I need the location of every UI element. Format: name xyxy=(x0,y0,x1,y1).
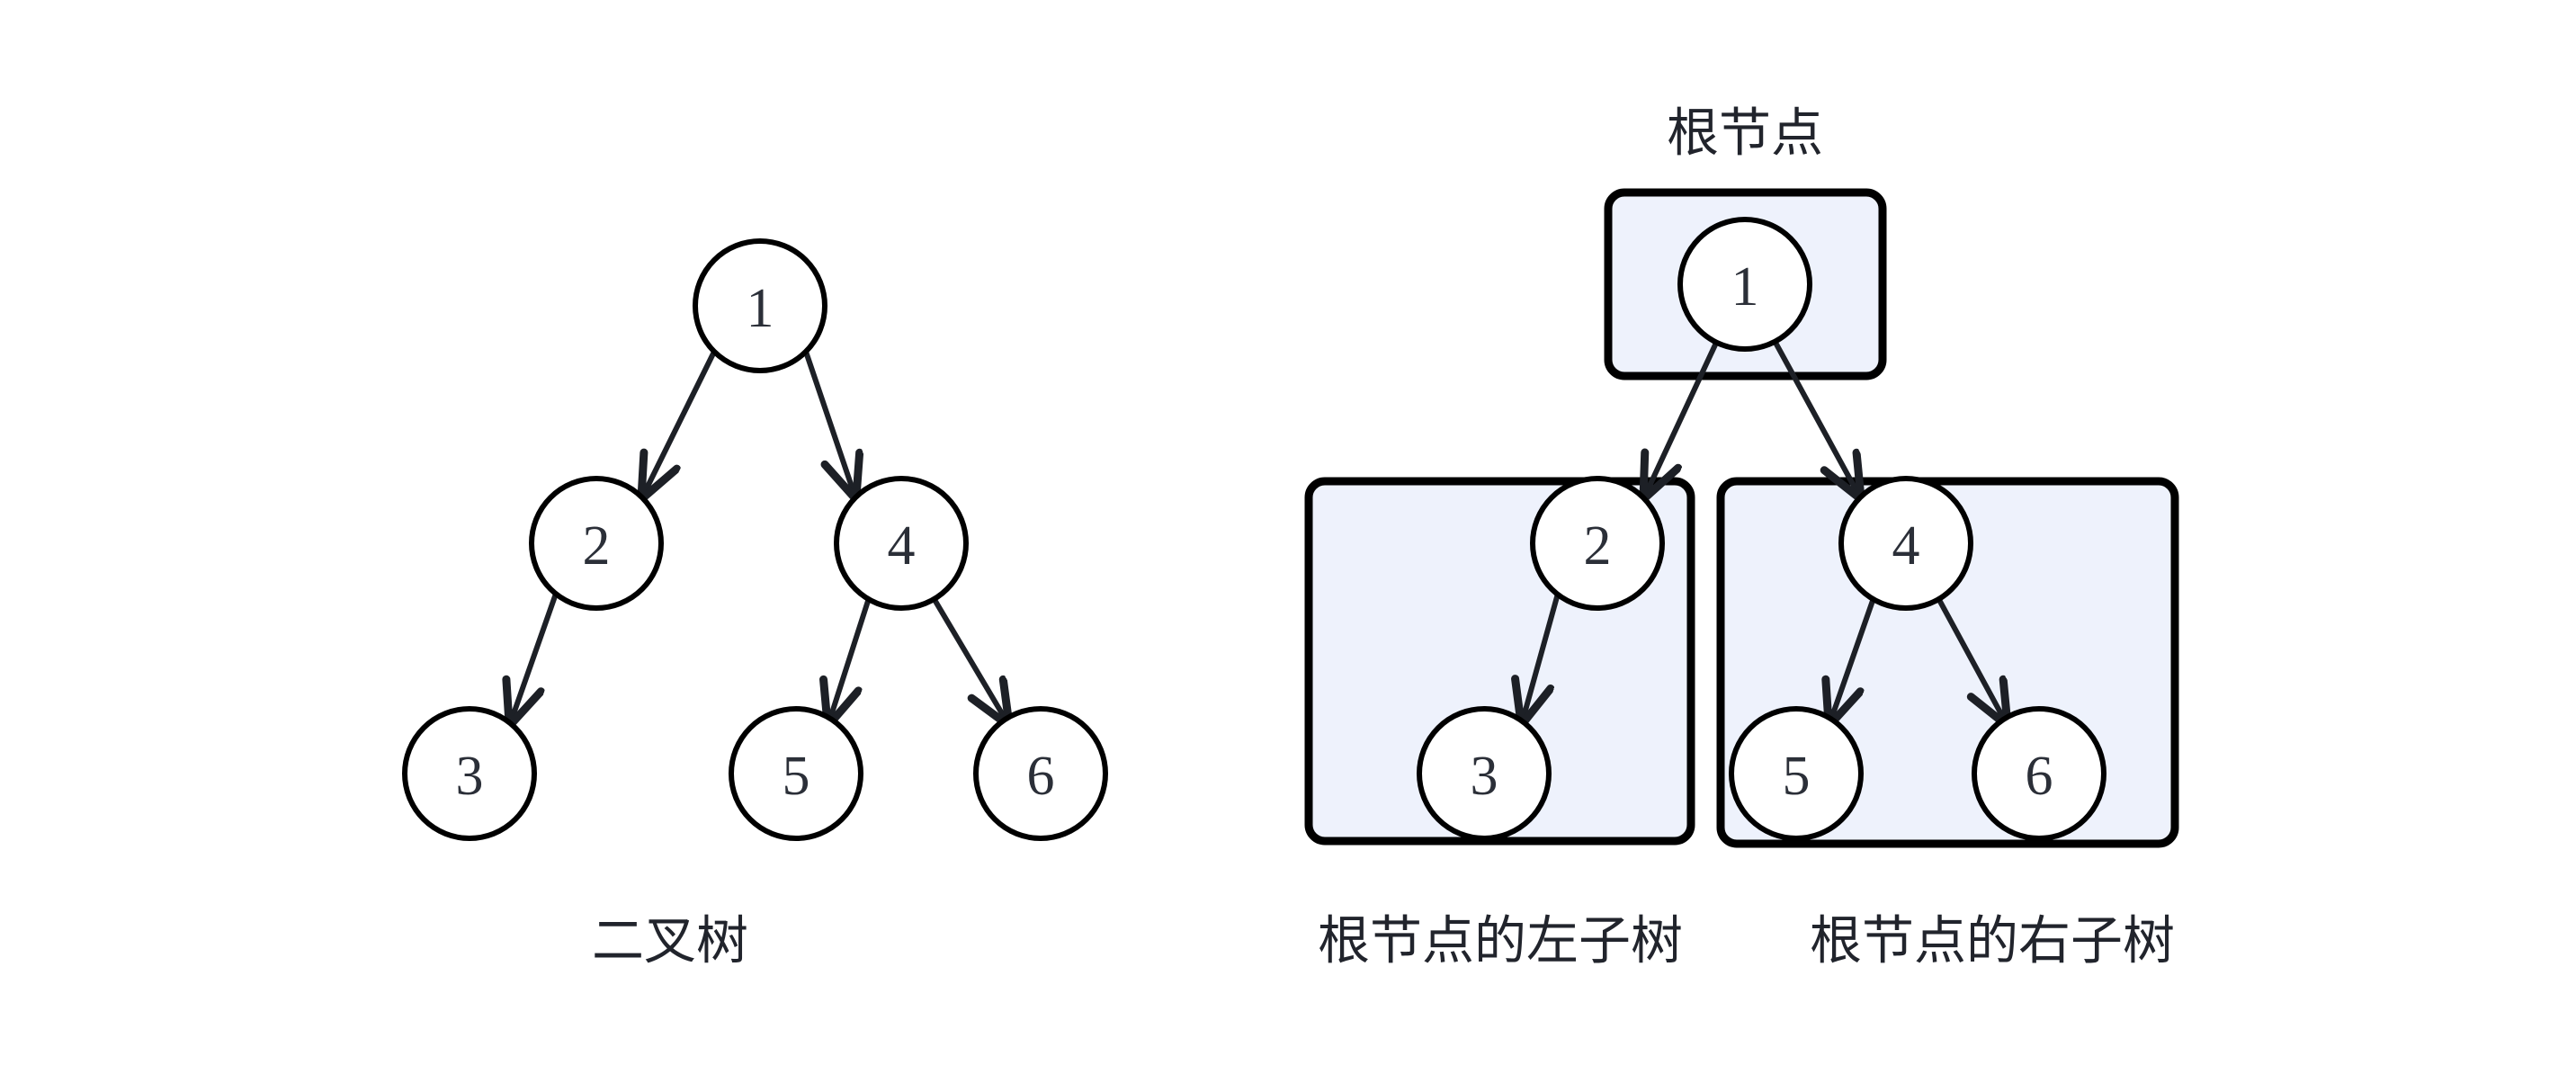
node-circle xyxy=(1838,476,1973,611)
tree-node-4[interactable]: 4 xyxy=(834,476,969,611)
edge-2-to-3 xyxy=(1522,591,1561,723)
right-subtree-node-6[interactable]: 6 xyxy=(1972,706,2106,841)
node-circle xyxy=(1417,706,1552,841)
left-subtree-node-3[interactable]: 3 xyxy=(1417,706,1552,841)
right-decomposed-tree-group: 1 2 4 3 5 6 根节点 根节点的左子树 xyxy=(1304,104,2179,971)
node-circle xyxy=(402,706,537,841)
node-circle xyxy=(1972,706,2106,841)
node-circle xyxy=(729,706,863,841)
node-label: 6 xyxy=(2026,746,2053,807)
right-subtree-caption: 根节点的右子树 xyxy=(1810,912,2175,971)
node-label: 5 xyxy=(1783,746,1811,807)
edge-1-to-4 xyxy=(1772,338,1860,497)
tree-node-5[interactable]: 5 xyxy=(729,706,863,841)
edge-1-to-2 xyxy=(1644,338,1720,497)
node-label: 3 xyxy=(456,746,484,807)
right-subtree-node-5[interactable]: 5 xyxy=(1729,706,1864,841)
edge-4-to-5 xyxy=(828,595,872,724)
node-circle xyxy=(834,476,969,611)
node-circle xyxy=(1530,476,1665,611)
edge-1-to-4 xyxy=(803,349,855,497)
node-label: 3 xyxy=(1471,746,1498,807)
edge-4-to-6 xyxy=(1936,595,2007,724)
right-subtree-node-4[interactable]: 4 xyxy=(1838,476,1973,611)
edge-2-to-3 xyxy=(510,591,559,724)
node-label: 4 xyxy=(1892,515,1920,577)
node-label: 2 xyxy=(583,515,611,577)
tree-node-3[interactable]: 3 xyxy=(402,706,537,841)
left-binary-tree-group: 1 2 4 3 5 6 二叉树 xyxy=(402,238,1108,971)
edge-4-to-6 xyxy=(931,595,1008,724)
node-label: 5 xyxy=(783,746,810,807)
left-tree-edges xyxy=(510,349,1008,724)
node-label: 2 xyxy=(1584,515,1612,577)
node-circle xyxy=(693,238,827,373)
node-circle xyxy=(529,476,664,611)
root-tree-node-1[interactable]: 1 xyxy=(1677,217,1812,352)
binary-tree-caption: 二叉树 xyxy=(592,912,748,971)
left-subtree-node-2[interactable]: 2 xyxy=(1530,476,1665,611)
node-circle xyxy=(1729,706,1864,841)
node-circle xyxy=(1677,217,1812,352)
edge-4-to-5 xyxy=(1829,595,1876,724)
tree-node-1[interactable]: 1 xyxy=(693,238,827,373)
node-label: 1 xyxy=(1731,256,1759,318)
node-circle xyxy=(973,706,1108,841)
tree-node-6[interactable]: 6 xyxy=(973,706,1108,841)
root-node-caption: 根节点 xyxy=(1667,104,1823,163)
node-label: 1 xyxy=(747,278,774,339)
right-tree-edges xyxy=(1522,338,2007,724)
node-label: 4 xyxy=(888,515,916,577)
node-label: 6 xyxy=(1027,746,1055,807)
edge-1-to-2 xyxy=(642,349,717,497)
left-subtree-caption: 根节点的左子树 xyxy=(1318,912,1683,971)
tree-node-2[interactable]: 2 xyxy=(529,476,664,611)
